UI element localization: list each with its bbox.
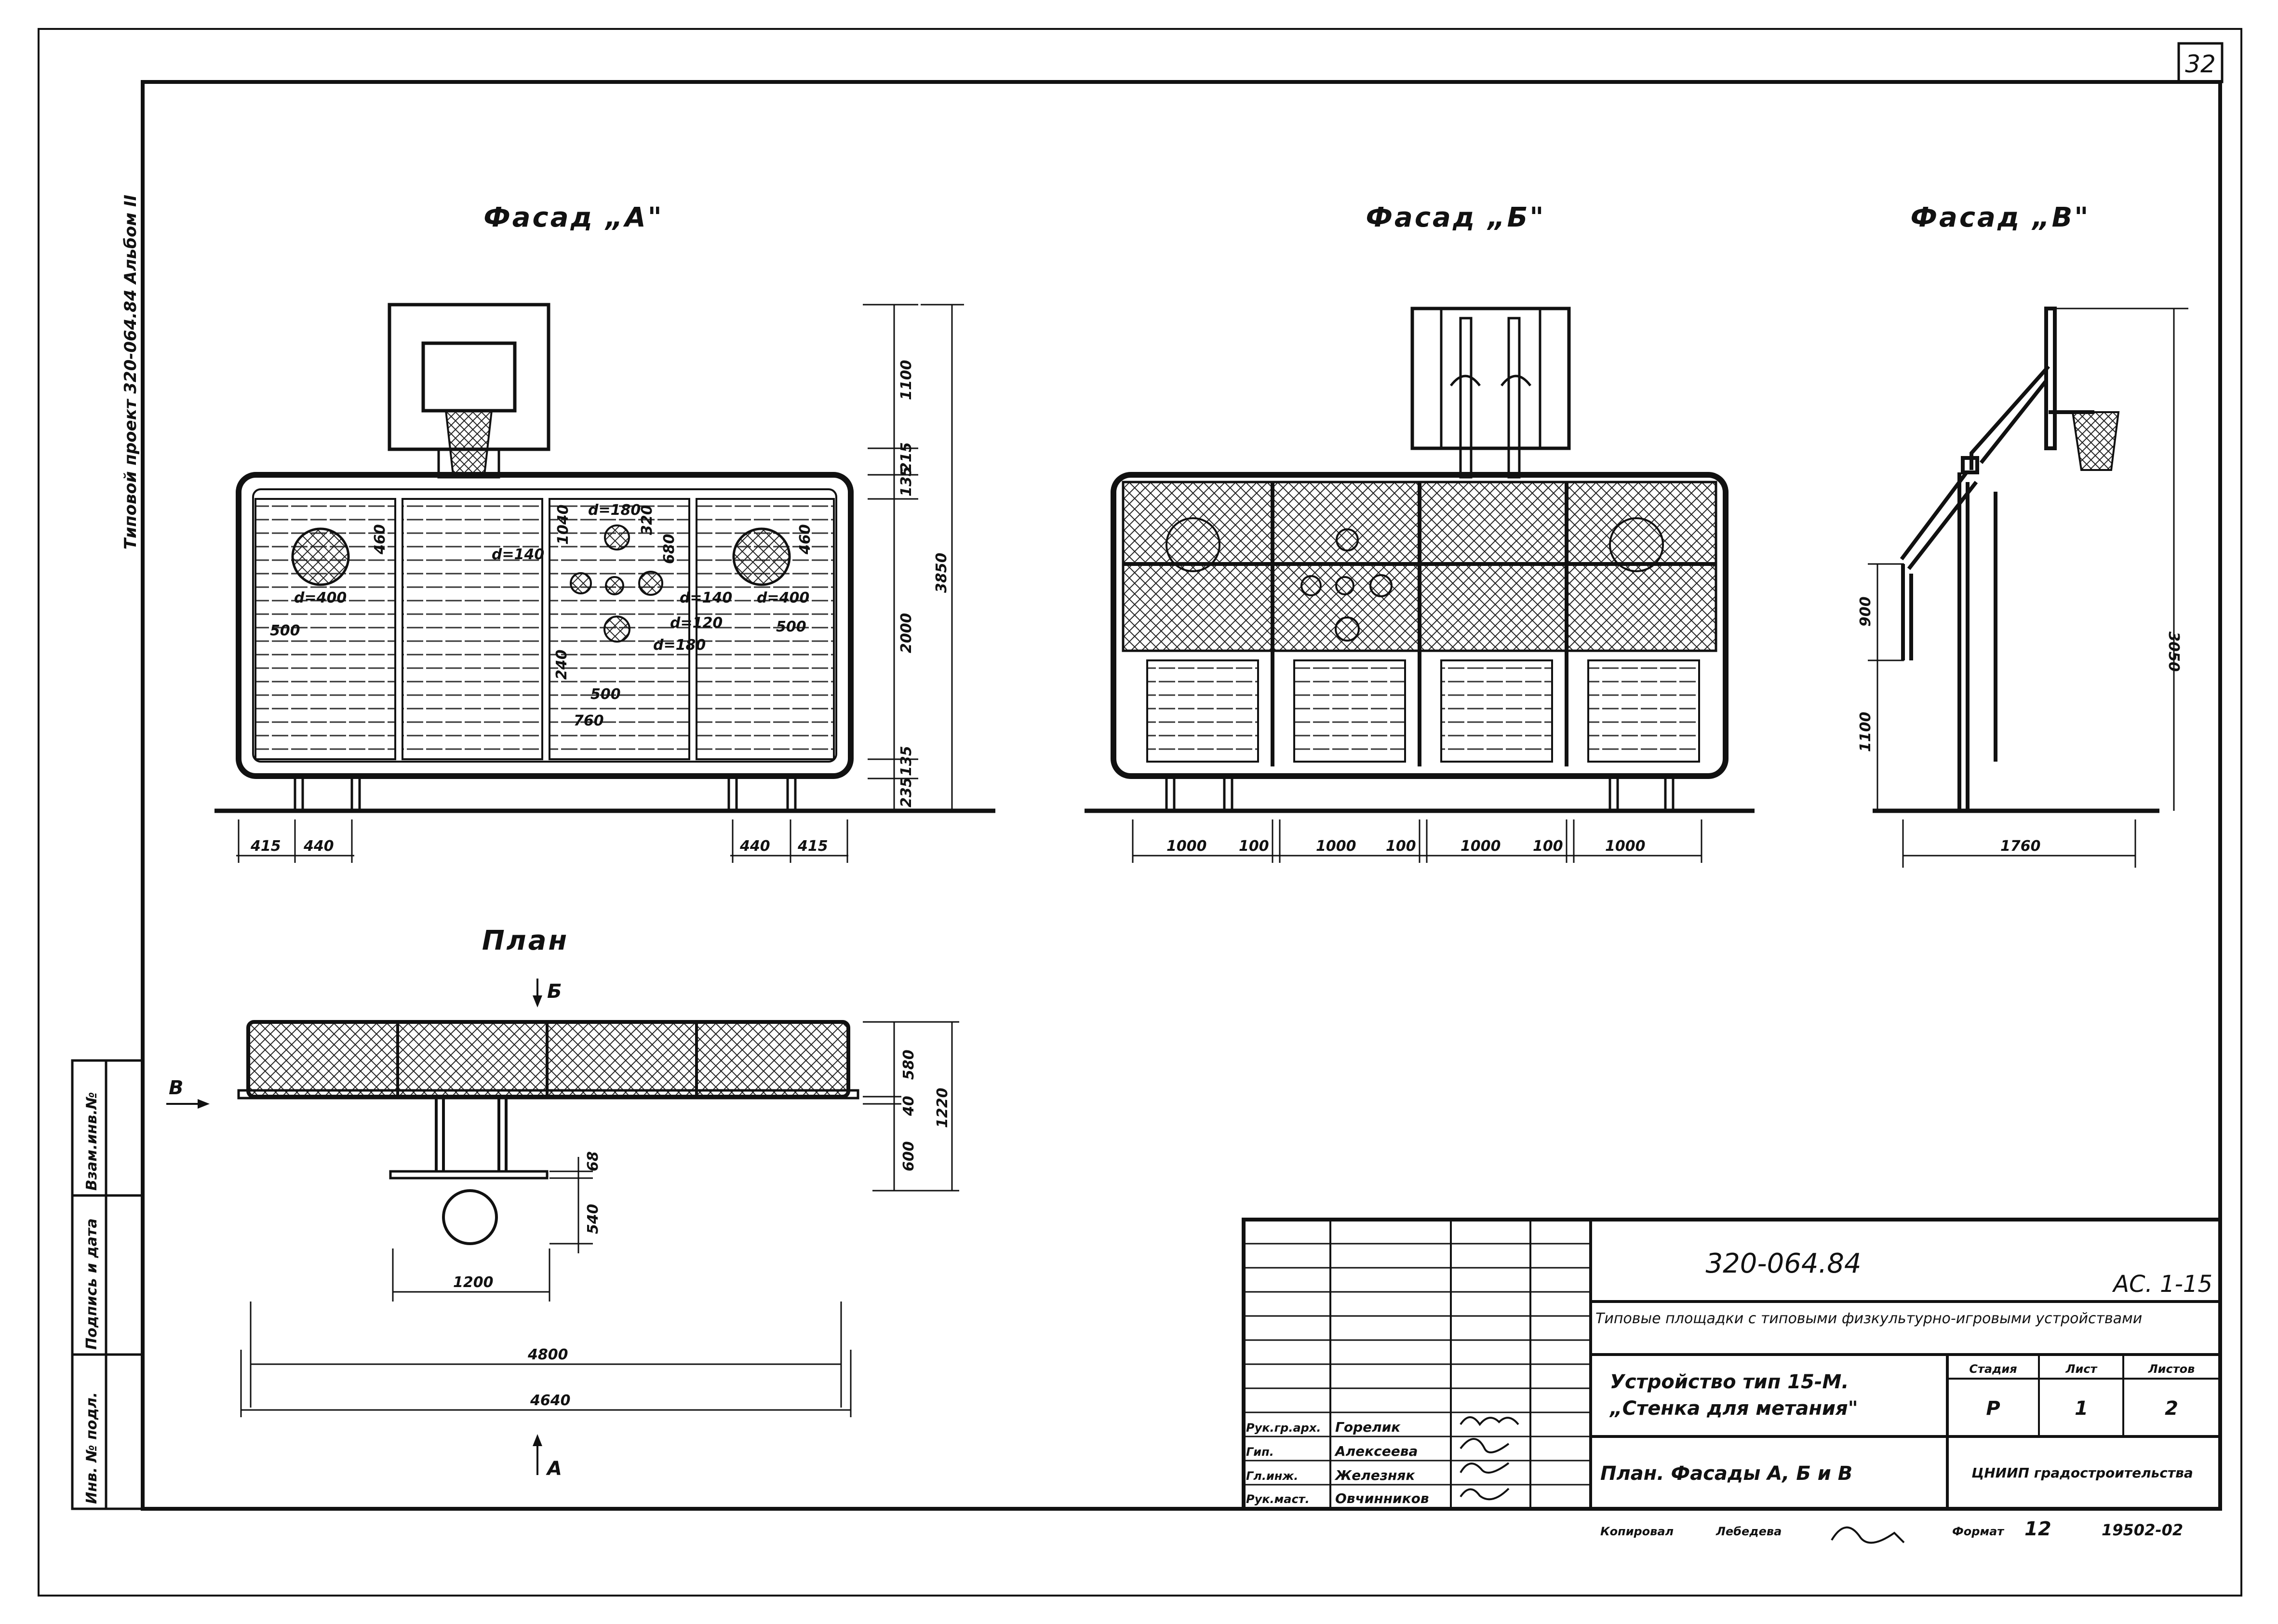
tb-sheet-value: 1 xyxy=(2075,1397,2088,1420)
fv-total: 3050 xyxy=(2165,631,2182,672)
plan-width-inner: 4800 xyxy=(527,1346,568,1363)
fb-dim-6: 1000 xyxy=(1605,838,1646,855)
plan-dim-r0: 580 xyxy=(900,1049,917,1080)
fa-lbl-6: d=180 xyxy=(653,637,706,654)
left-stamp-inv: Инв. № подл. xyxy=(83,1392,100,1504)
fa-lbl-11: 680 xyxy=(661,534,678,564)
fb-dim-1: 100 xyxy=(1239,838,1269,855)
plan-total: 1220 xyxy=(934,1088,951,1128)
tb-sheet-title: План. Фасады А, Б и В xyxy=(1600,1463,1852,1485)
fa-lbl-3: d=180 xyxy=(588,502,641,519)
plan-width-outer: 4640 xyxy=(530,1392,571,1409)
facade-v: Фасад „В" 900 1100 xyxy=(1857,202,2188,868)
fa-dim-r3: 2000 xyxy=(898,613,915,654)
fa-lbl-4: d=140 xyxy=(680,590,732,606)
sheet-frame xyxy=(38,28,2242,1597)
left-stamp xyxy=(71,1059,144,1510)
tb-role-0: Рук.гр.арх. xyxy=(1246,1421,1321,1435)
fb-dim-3: 100 xyxy=(1386,838,1416,855)
fa-dim-b3: 415 xyxy=(797,838,828,855)
tb-organization: ЦНИИП градостроительства xyxy=(1971,1465,2193,1481)
left-stamp-replace: Взам.инв.№ xyxy=(83,1092,100,1191)
page-number: 32 xyxy=(2185,50,2216,78)
facade-v-title: Фасад „В" xyxy=(1911,202,2090,233)
tb-project-title: Типовые площадки с типовыми физкультурно… xyxy=(1595,1310,2142,1327)
fa-lbl-2: d=140 xyxy=(492,546,544,563)
fv-dim-l0: 900 xyxy=(1857,596,1874,627)
tb-name-1: Алексеева xyxy=(1334,1443,1418,1459)
fa-dim-r5: 235 xyxy=(898,777,915,807)
fb-dim-5: 100 xyxy=(1533,838,1563,855)
fa-dim-b0: 415 xyxy=(250,838,281,855)
signatures xyxy=(1460,1416,1905,1544)
fv-dim-b0: 1760 xyxy=(2000,838,2041,855)
plan-dim-r2: 600 xyxy=(900,1141,917,1171)
tb-sheets-label: Листов xyxy=(2148,1362,2195,1376)
tb-name-2: Железняк xyxy=(1334,1467,1415,1483)
tb-copied-name: Лебедева xyxy=(1715,1525,1782,1538)
tb-copied-label: Копировал xyxy=(1600,1525,1674,1538)
fa-lbl-10: 320 xyxy=(639,505,656,535)
fa-lbl-15: 500 xyxy=(590,686,621,703)
fa-lbl-0: d=400 xyxy=(294,590,347,606)
fb-dim-0: 1000 xyxy=(1166,838,1207,855)
tb-code: 320-064.84 xyxy=(1705,1248,1861,1279)
plan-ring-dim-0: 68 xyxy=(585,1151,602,1171)
tb-item-title-1: Устройство тип 15-М. xyxy=(1610,1371,1849,1393)
title-block xyxy=(1242,1218,2222,1511)
fa-lbl-14: 240 xyxy=(553,649,570,680)
fa-dim-b2: 440 xyxy=(739,838,770,855)
fa-total: 3850 xyxy=(933,553,950,593)
tb-name-3: Овчинников xyxy=(1335,1490,1429,1506)
tb-role-1: Гип. xyxy=(1246,1445,1274,1459)
plan-ring-width: 1200 xyxy=(453,1274,494,1291)
fa-lbl-7: 460 xyxy=(372,524,389,555)
side-note: Типовой проект 320-064.84 Альбом II xyxy=(121,195,140,550)
plan-arrow-a-label: А xyxy=(546,1458,562,1480)
fa-lbl-1: d=400 xyxy=(757,590,809,606)
tb-name-0: Горелик xyxy=(1335,1419,1401,1435)
plan-ring-dim-1: 540 xyxy=(585,1204,602,1234)
facade-a: Фасад „А" d=400 d=400 d=140 xyxy=(214,202,995,863)
tb-role-3: Рук.маст. xyxy=(1246,1492,1310,1506)
fv-dim-l1: 1100 xyxy=(1857,712,1874,752)
fb-dim-4: 1000 xyxy=(1461,838,1501,855)
plan-arrow-b-label: Б xyxy=(547,980,562,1003)
fa-dim-r2: 135 xyxy=(898,466,915,497)
fa-lbl-5: d=120 xyxy=(670,615,723,631)
fa-lbl-9: 1040 xyxy=(555,505,572,545)
tb-sheet-code: АС. 1-15 xyxy=(2112,1271,2212,1298)
fa-dim-r1: 215 xyxy=(898,442,915,472)
tb-format-value: 12 xyxy=(2024,1518,2051,1540)
tb-sheet-label: Лист xyxy=(2065,1362,2098,1376)
tb-stage-label: Стадия xyxy=(1969,1362,2017,1376)
left-stamp-sign: Подпись и дата xyxy=(83,1219,100,1350)
tb-sheets-value: 2 xyxy=(2165,1397,2178,1420)
facade-a-title: Фасад „А" xyxy=(483,202,664,233)
fa-lbl-8: 460 xyxy=(797,524,814,555)
plan-title: План xyxy=(482,925,569,956)
plan-dim-r1: 40 xyxy=(900,1096,917,1116)
plan-arrow-v-label: В xyxy=(169,1077,184,1099)
fa-dim-r4: 135 xyxy=(898,746,915,776)
facade-b-title: Фасад „Б" xyxy=(1366,202,1546,233)
tb-format-label: Формат xyxy=(1952,1525,2005,1538)
tb-order-number: 19502-02 xyxy=(2102,1521,2183,1539)
fa-dim-b1: 440 xyxy=(303,838,334,855)
fa-lbl-13: 500 xyxy=(776,618,806,635)
tb-role-2: Гл.инж. xyxy=(1246,1469,1298,1483)
fa-lbl-12: 500 xyxy=(270,622,300,639)
fa-dim-r0: 1100 xyxy=(898,360,915,401)
tb-stage-value: Р xyxy=(1986,1397,2000,1420)
fa-lbl-16: 760 xyxy=(574,712,604,729)
plan-view: План Б В А xyxy=(166,925,959,1480)
tb-item-title-2: „Стенка для метания" xyxy=(1609,1397,1858,1420)
facade-b: Фасад „Б" xyxy=(1085,202,1755,863)
fb-dim-2: 1000 xyxy=(1316,838,1356,855)
